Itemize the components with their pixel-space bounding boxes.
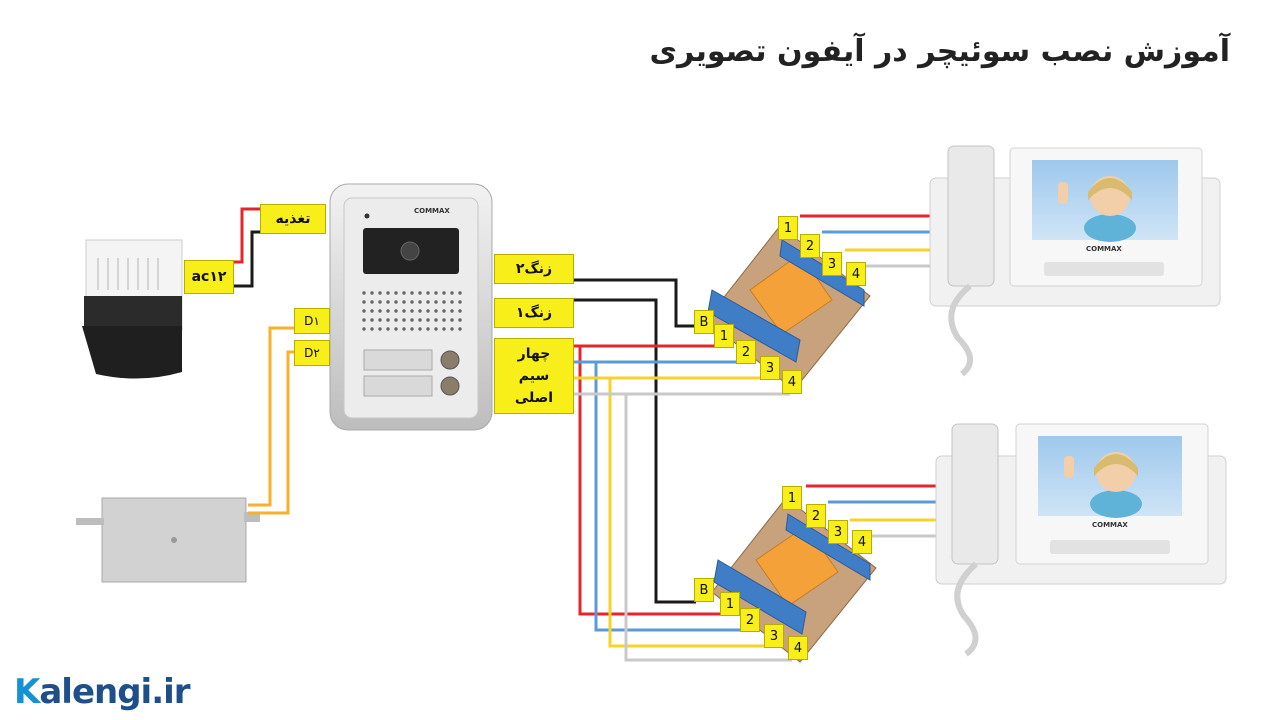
bell-wires bbox=[574, 278, 696, 604]
switcher-lower-out-2: 2 bbox=[806, 504, 826, 528]
label-four-wire: چهار سیم اصلی bbox=[494, 338, 574, 414]
switcher-lower-out-1: 1 bbox=[782, 486, 802, 510]
monitor-wires bbox=[800, 214, 936, 538]
label-ac12: ac۱۲ bbox=[184, 260, 234, 294]
monitor-upper-brand: COMMAX bbox=[1086, 245, 1122, 253]
switcher-upper-in-3: 3 bbox=[760, 356, 780, 380]
switcher-upper-in-4: 4 bbox=[782, 370, 802, 394]
monitor-lower bbox=[935, 423, 1227, 657]
switcher-lower-in-4: 4 bbox=[788, 636, 808, 660]
label-four-wire-line2: سیم bbox=[518, 368, 550, 384]
switcher-upper-out-4: 4 bbox=[846, 262, 866, 286]
power-supply bbox=[82, 239, 183, 379]
switcher-upper-out-1: 1 bbox=[778, 216, 798, 240]
switcher-lower-in-2: 2 bbox=[740, 608, 760, 632]
label-bell2: زنگ۲ bbox=[494, 254, 574, 284]
label-bell1: زنگ۱ bbox=[494, 298, 574, 328]
switcher-lower-out-3: 3 bbox=[828, 520, 848, 544]
switcher-lower-in-1: 1 bbox=[720, 592, 740, 616]
label-d1: D۱ bbox=[294, 308, 330, 334]
label-four-wire-line3: اصلی bbox=[514, 390, 554, 406]
label-power: تغذیه bbox=[260, 204, 326, 234]
logo-k: K bbox=[14, 672, 40, 712]
monitor-lower-brand: COMMAX bbox=[1092, 521, 1128, 529]
switcher-upper-out-3: 3 bbox=[822, 252, 842, 276]
label-d2: D۲ bbox=[294, 340, 330, 366]
door-panel bbox=[329, 183, 493, 431]
switcher-lower-b-label: B bbox=[694, 578, 714, 602]
door-lock bbox=[76, 497, 260, 583]
switcher-lower-out-4: 4 bbox=[852, 530, 872, 554]
logo-text: alengi.ir bbox=[39, 672, 190, 712]
speaker-grille bbox=[362, 291, 462, 331]
site-logo[interactable]: Kalengi.ir bbox=[14, 672, 191, 712]
switcher-upper-in-1: 1 bbox=[714, 324, 734, 348]
page-title: آموزش نصب سوئیچر در آیفون تصویری bbox=[649, 34, 1230, 69]
power-wires bbox=[234, 207, 294, 515]
switcher-upper-b-label: B bbox=[694, 310, 714, 334]
label-four-wire-line1: چهار bbox=[517, 346, 551, 362]
main-wires bbox=[574, 344, 792, 662]
switcher-lower-in-3: 3 bbox=[764, 624, 784, 648]
door-panel-brand: COMMAX bbox=[414, 207, 450, 215]
switcher-upper-out-2: 2 bbox=[800, 234, 820, 258]
switcher-upper-in-2: 2 bbox=[736, 340, 756, 364]
monitor-upper bbox=[929, 145, 1221, 377]
